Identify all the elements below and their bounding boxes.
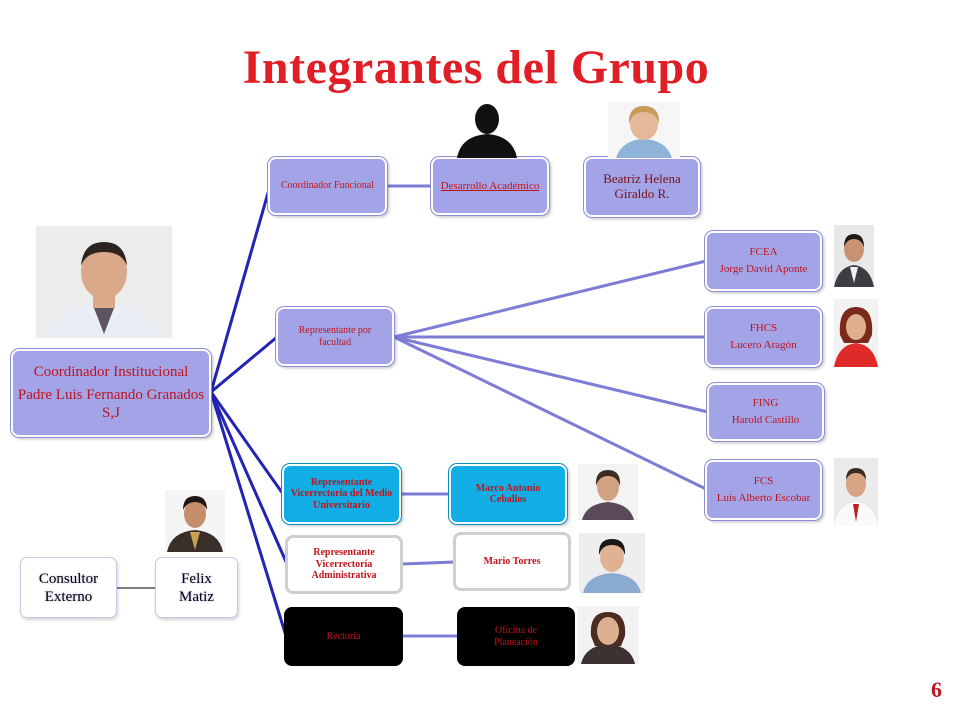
silhouette-photo — [455, 102, 519, 158]
faculty-photo-fcea — [834, 225, 874, 287]
medio-member-photo — [578, 464, 638, 520]
medio-node: Representante Vicerrectoría del Medio Un… — [282, 464, 401, 524]
faculty-member-fing: Harold Castillo — [731, 414, 800, 426]
funcional-member-name: Beatriz Helena Giraldo R. — [603, 171, 681, 201]
rectoria-node: Rectoría — [284, 607, 403, 666]
consultant-role-node: Consultor Externo — [20, 557, 117, 618]
faculty-code-fcs: FCS — [753, 475, 774, 488]
funcional-member-photo — [608, 102, 680, 158]
consultant-name-node: Felix Matiz — [155, 557, 238, 618]
faculty-code-fing: FING — [752, 397, 779, 410]
link-coordinator-admin — [209, 391, 289, 565]
consultant-photo — [165, 490, 225, 552]
link-coordinator-funcional — [209, 185, 272, 393]
page-title: Integrantes del Grupo — [242, 41, 710, 94]
coordinator-node: Coordinador Institucional Padre Luis Fer… — [11, 349, 211, 437]
admin-node: Representante Vicerrectoría Administrati… — [285, 535, 403, 594]
faculty-member-fcs: Luis Alberto Escobar — [716, 492, 811, 504]
faculty-node-fcs: FCS Luis Alberto Escobar — [705, 460, 822, 520]
link-coordinator-medio — [209, 391, 285, 495]
coordinator-photo — [36, 226, 172, 338]
funcional-area-label: Desarrollo Académico — [440, 179, 540, 192]
rectoria-member-photo — [577, 606, 639, 664]
admin-member-node: Mario Torres — [453, 532, 571, 591]
link-coordinator-facultad — [210, 335, 278, 394]
facultad-node: Representante por facultad — [276, 307, 394, 366]
faculty-photo-fcs — [834, 458, 878, 526]
faculty-node-fcea: FCEA Jorge David Aponte — [705, 231, 822, 291]
funcional-node: Coordinador Funcional — [268, 157, 387, 215]
coordinator-role: Coordinador Institucional — [33, 364, 189, 381]
funcional-member-node: Beatriz Helena Giraldo R. — [584, 157, 700, 217]
faculty-node-fhcs: FHCS Lucero Aragón — [705, 307, 822, 367]
rectoria-member-node: Oficina de Planeación — [457, 607, 575, 666]
link-facultad-fcs — [393, 335, 707, 491]
faculty-code-fcea: FCEA — [749, 246, 778, 259]
faculty-code-fhcs: FHCS — [749, 322, 778, 335]
link-facultad-fing — [393, 335, 709, 414]
coordinator-name: Padre Luis Fernando Granados S,J — [17, 387, 205, 421]
faculty-member-fcea: Jorge David Aponte — [719, 263, 808, 275]
page-number: 6 — [931, 677, 942, 702]
faculty-node-fing: FING Harold Castillo — [707, 383, 824, 441]
medio-member-node: Marco Antonio Ceballos — [449, 464, 567, 524]
link-facultad-fcea — [393, 259, 707, 339]
admin-member-photo — [579, 533, 645, 593]
link-coordinator-rectoria — [209, 391, 288, 637]
link-admin-member — [401, 560, 456, 566]
funcional-area-node: Desarrollo Académico — [431, 157, 549, 215]
faculty-photo-fhcs — [834, 299, 878, 367]
faculty-member-fhcs: Lucero Aragón — [730, 339, 797, 351]
